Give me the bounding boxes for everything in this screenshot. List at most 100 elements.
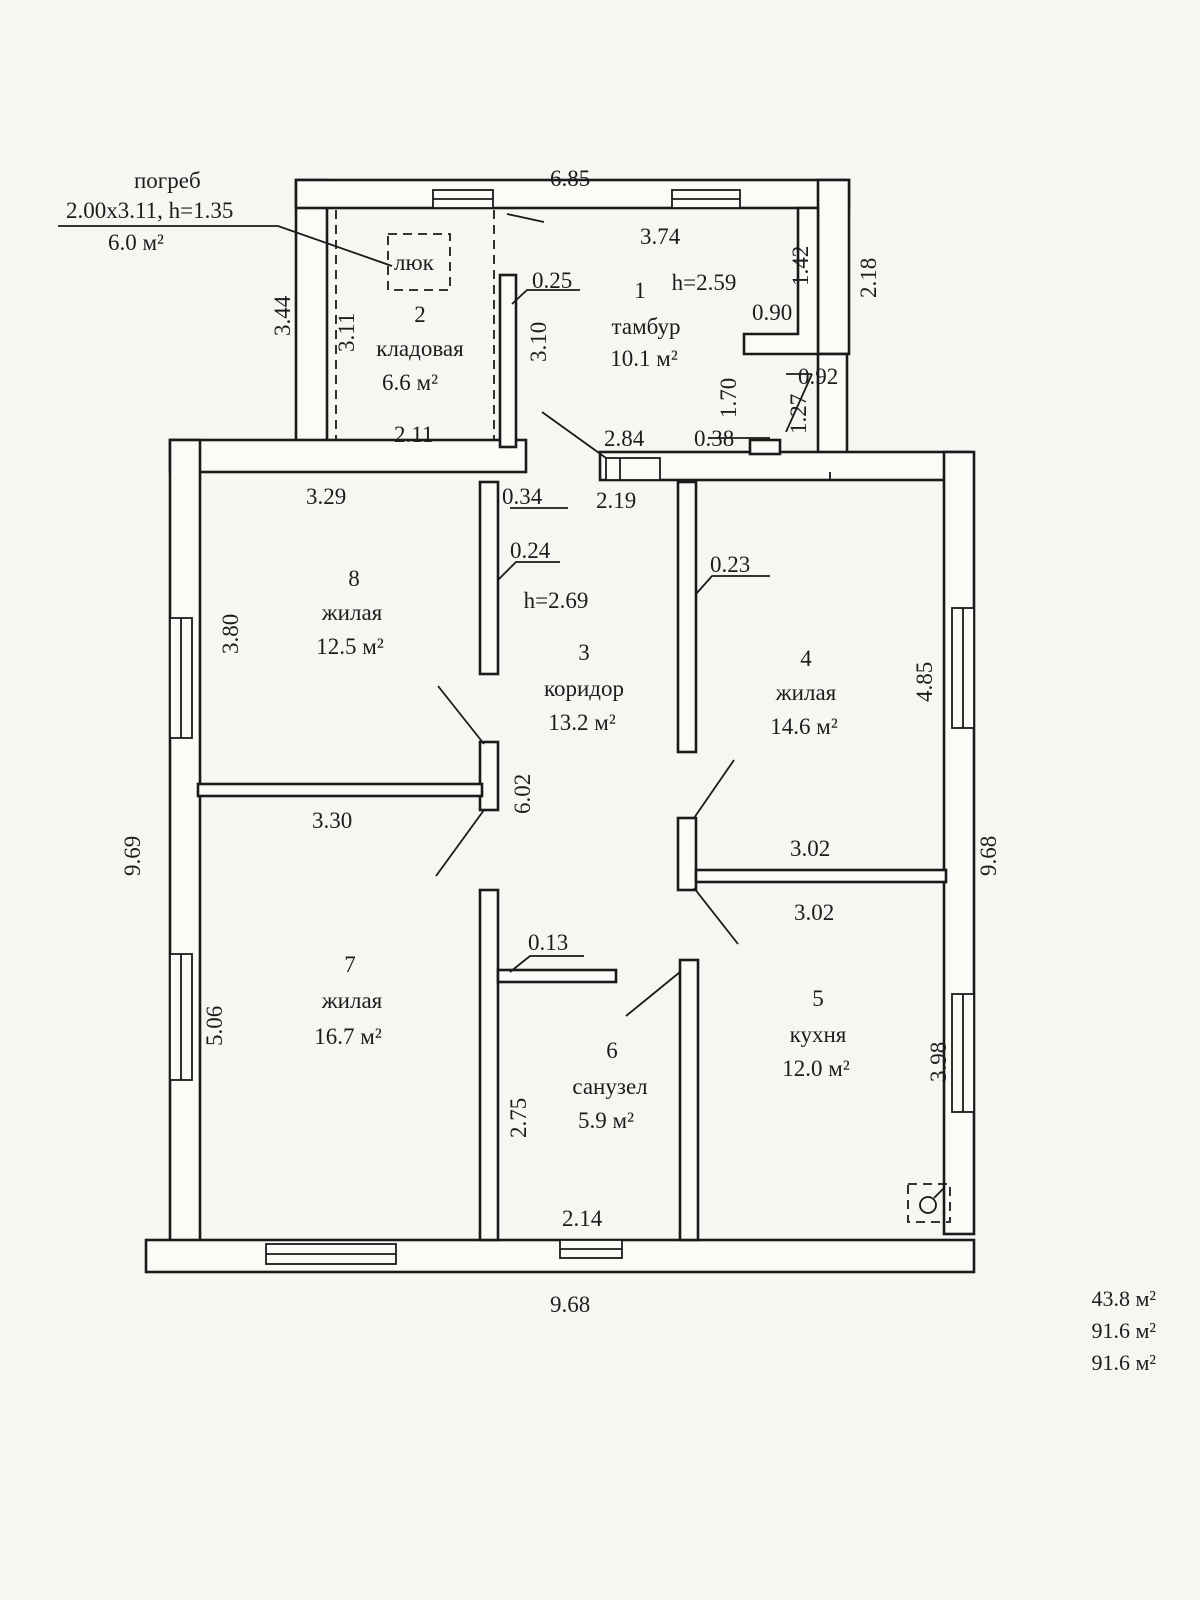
room-4: 4 жилая 14.6 м² [770,646,838,739]
dimension-label: 1.27 [786,394,811,434]
room-height: h=2.69 [524,588,589,613]
room-name: жилая [321,600,383,625]
room-3: h=2.69 3 коридор 13.2 м² [524,588,624,735]
dimension-label: 2.11 [394,422,433,447]
windows [169,189,975,1265]
entry-door-frame [605,457,661,481]
wall-main-top-right [598,450,970,482]
partition-room8-room7 [196,782,484,798]
door-swings [58,213,831,1232]
partition-corridor-right-upper [676,480,698,754]
total-area: 91.6 м² [1091,1350,1156,1375]
dimension-label: 3.10 [526,322,551,362]
cellar-hatch-label: люк [394,250,435,275]
room-number: 7 [344,952,356,977]
dimension-label: 3.98 [926,1042,951,1082]
partition-corridor-left-upper [478,480,500,676]
dimension-label: 0.25 [532,268,572,293]
dimension-label: 9.68 [976,836,1001,876]
dimension-label: 6.85 [550,166,590,191]
cellar-title: погреб [134,168,201,193]
dimension-label: 3.30 [312,808,352,833]
dimension-label: 1.42 [788,246,813,286]
dimension-label: 2.84 [604,426,645,451]
room-number: 3 [578,640,590,665]
room-area: 10.1 м² [610,346,678,371]
dimension-label: 0.13 [528,930,568,955]
room-name: жилая [321,988,383,1013]
partition-corridor-left-lower [478,888,500,1242]
wall-annex-notch [742,206,820,356]
dimension-label: 0.23 [710,552,750,577]
room-2: 2 кладовая 6.6 м² [376,302,464,395]
room-height: h=2.59 [672,270,737,295]
room-5: 5 кухня 12.0 м² [782,986,850,1081]
room-7: 7 жилая 16.7 м² [314,952,382,1049]
room-number: 4 [800,646,812,671]
room-number: 6 [606,1038,618,1063]
dimension-label: 0.92 [798,364,838,389]
cellar-area: 6.0 м² [108,230,164,255]
dimension-label: 2.75 [506,1098,531,1138]
partition-bath-shelf [496,968,618,984]
room-number: 8 [348,566,360,591]
wall-annex-top [294,178,851,210]
room-name: санузел [572,1074,647,1099]
partition-corridor-left-mid [478,740,500,812]
total-area: 91.6 м² [1091,1318,1156,1343]
room-number: 5 [812,986,824,1011]
room-name: жилая [775,680,837,705]
partition-corridor-right-mid [676,816,698,892]
room-name: тамбур [612,314,681,339]
partition-room4-room5 [694,868,948,884]
dimension-label: 9.69 [120,836,145,876]
dimension-label: 2.19 [596,488,636,513]
room-1: 1 h=2.59 тамбур 10.1 м² [610,270,736,371]
dimension-label: 3.44 [270,295,295,336]
dimension-label: 0.34 [502,484,543,509]
room-area: 12.5 м² [316,634,384,659]
dimension-label: 5.06 [202,1006,227,1046]
room-6: 6 санузел 5.9 м² [572,1038,647,1133]
room-area: 16.7 м² [314,1024,382,1049]
wall-annex-left [294,178,329,444]
area-totals: 43.8 м² 91.6 м² 91.6 м² [1091,1286,1156,1375]
dimension-label: 0.38 [694,426,734,451]
dimension-label: 3.29 [306,484,346,509]
room-area: 12.0 м² [782,1056,850,1081]
total-area: 43.8 м² [1091,1286,1156,1311]
dimension-label: 3.02 [790,836,830,861]
dimension-label: 2.14 [562,1206,603,1231]
room-area: 13.2 м² [548,710,616,735]
dimension-label: 3.11 [334,313,359,352]
dimension-label: 1.70 [716,378,741,418]
room-8: 8 жилая 12.5 м² [316,566,384,659]
dimension-label: 3.74 [640,224,681,249]
wall-main-left [168,438,202,1256]
room-name: кладовая [376,336,464,361]
wall-main-top-left [168,438,528,474]
cellar-size: 2.00х3.11, h=1.35 [66,198,233,223]
dimension-label: 6.02 [510,774,535,814]
dimension-label: 0.24 [510,538,551,563]
dimensions: 6.85 3.74 0.25 0.90 0.92 2.84 0.38 2.11 … [120,166,1001,1317]
room-number: 1 [634,278,646,303]
dimension-label: 2.18 [856,258,881,298]
dimension-label: 4.85 [912,662,937,702]
meter-icon [907,1183,951,1223]
vestibule-ledge [748,438,782,456]
room-area: 6.6 м² [382,370,438,395]
dimension-label: 3.80 [218,614,243,654]
dimension-label: 0.90 [752,300,792,325]
cellar-hatch [387,233,451,291]
partition-storage-vestibule [498,273,518,449]
room-name: кухня [790,1022,847,1047]
wall-main-right [942,450,976,1236]
room-area: 14.6 м² [770,714,838,739]
dimension-label: 9.68 [550,1292,590,1317]
room-area: 5.9 м² [578,1108,634,1133]
room-number: 2 [414,302,426,327]
dimension-label: 3.02 [794,900,834,925]
partition-bath-kitchen [678,958,700,1242]
